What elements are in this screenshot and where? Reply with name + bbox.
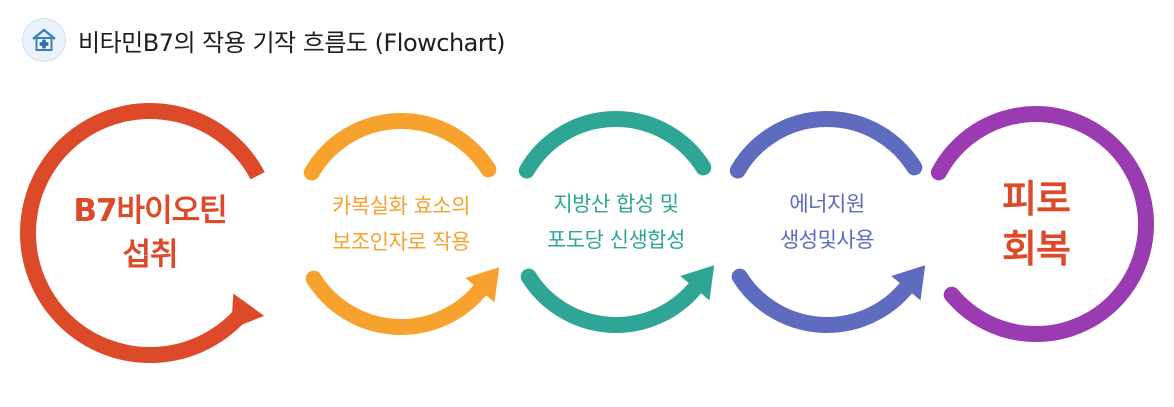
page-title: 비타민B7의 작용 기작 흐름도 (Flowchart)	[78, 28, 506, 57]
step-5-label-line-1: 피로	[1002, 177, 1070, 221]
step-5-label-line-2: 회복	[1002, 227, 1070, 271]
step-3-arrow-icon	[680, 265, 715, 301]
step-2-top-arc	[303, 113, 497, 181]
step-4-label-line-2: 생성및사용	[780, 228, 874, 252]
hospital-logo-icon	[22, 18, 66, 62]
step-4-top-arc	[729, 111, 923, 179]
step-1-arrow-icon	[231, 293, 265, 329]
header: 비타민B7의 작용 기작 흐름도 (Flowchart)	[22, 18, 506, 62]
step-2-label-line-1: 카복실화 효소의	[332, 194, 470, 218]
step-1-ring	[20, 103, 265, 363]
step-1-label-line-1: B7바이오틴	[73, 193, 226, 229]
step-3-bottom-arc	[520, 268, 703, 333]
step-2-label-line-2: 보조인자로 작용	[332, 230, 470, 254]
step-2-bottom-arc	[305, 270, 488, 335]
step-1-label-line-2: 섭취	[122, 237, 177, 273]
step-3-label-line-2: 포도당 신생합성	[547, 228, 685, 252]
step-4-bottom-arc	[731, 268, 914, 333]
step-3-label-line-1: 지방산 합성 및	[553, 192, 678, 216]
step-3-top-arc	[518, 111, 712, 179]
step-4-label-line-1: 에너지원	[789, 192, 864, 216]
step-2-arrow-icon	[465, 267, 500, 303]
step-5-ring	[930, 106, 1155, 343]
step-4-arrow-icon	[891, 265, 926, 301]
